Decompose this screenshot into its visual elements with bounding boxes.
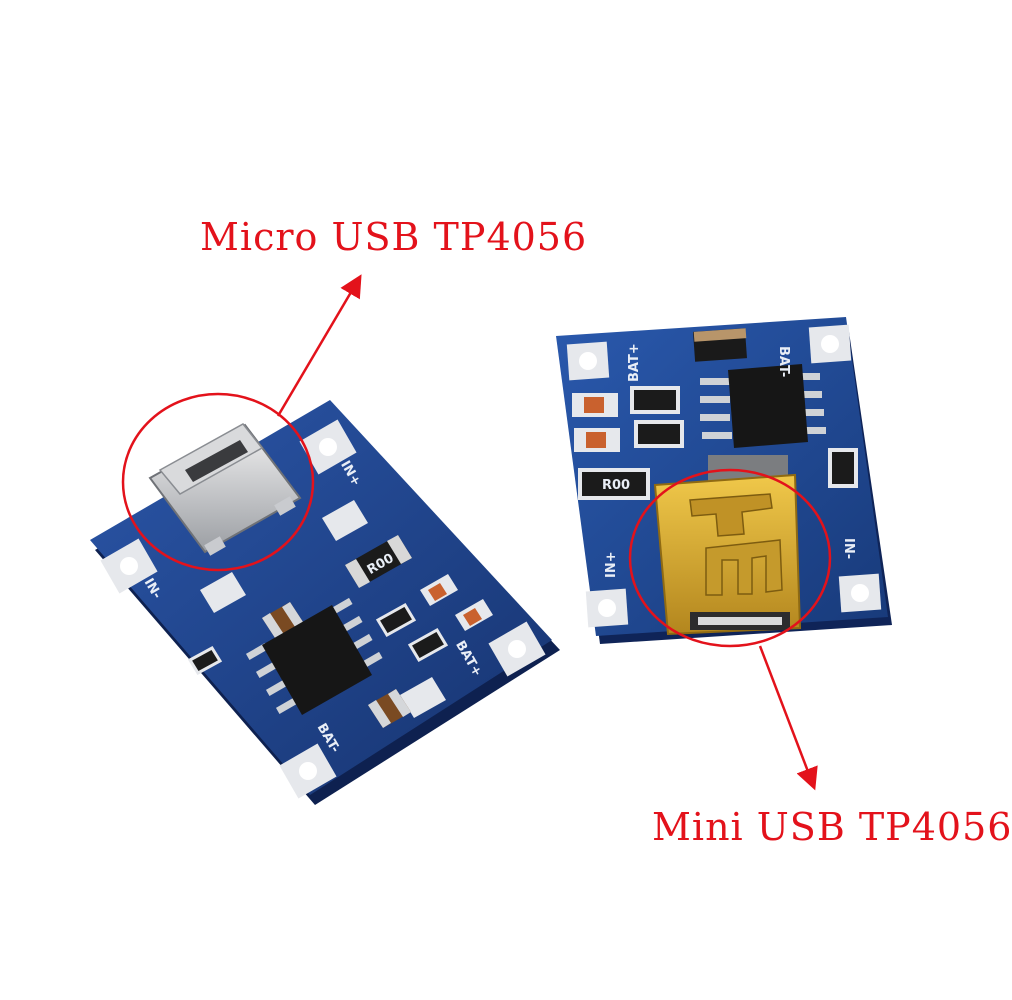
smd-capacitor [262, 602, 305, 641]
mini-usb-board: R00 BAT+ BAT- IN+ IN- [556, 317, 892, 644]
smd-led [574, 428, 620, 452]
silk-in-minus: IN- [841, 538, 856, 559]
micro-usb-board: R00 [90, 400, 560, 805]
smd-resistor: R00 [578, 468, 650, 500]
smd-capacitor [693, 328, 747, 362]
annotations [121, 274, 832, 791]
smd-resistor [407, 627, 449, 663]
arrow-to-mini-label [758, 645, 818, 791]
mounting-hole [299, 419, 357, 475]
mounting-hole [585, 588, 629, 628]
mounting-hole [838, 573, 882, 613]
silk-bat-minus: BAT- [776, 346, 791, 377]
mini-usb-connector [653, 455, 802, 636]
smd-resistor [187, 646, 223, 675]
charger-ic [700, 364, 826, 448]
solder-pad [400, 677, 446, 718]
highlight-circle-micro [121, 392, 315, 572]
mounting-hole [566, 341, 610, 381]
smd-resistor [828, 448, 858, 488]
smd-led [572, 393, 618, 417]
arrow-to-micro-label [276, 274, 362, 417]
silk-bat-plus: BAT+ [627, 343, 642, 382]
smd-capacitor [368, 689, 411, 728]
silk-in-plus: IN+ [604, 551, 619, 578]
smd-led [455, 599, 493, 631]
smd-resistor: R00 [345, 535, 412, 588]
smd-resistor [634, 420, 684, 448]
mounting-hole [488, 621, 546, 677]
smd-resistor [375, 602, 417, 638]
mini-usb-label: Mini USB TP4056 [652, 805, 1012, 849]
mounting-hole [100, 538, 158, 594]
charger-ic [245, 597, 383, 715]
smd-led [420, 574, 458, 606]
micro-usb-label: Micro USB TP4056 [200, 215, 588, 259]
micro-usb-connector [148, 423, 302, 556]
mounting-hole [279, 743, 337, 799]
solder-pad [200, 572, 246, 613]
solder-pad [322, 500, 368, 541]
highlight-circle-mini [628, 468, 832, 648]
resistor-marking: R00 [602, 478, 630, 493]
smd-resistor [630, 386, 680, 414]
mounting-hole [808, 324, 852, 364]
